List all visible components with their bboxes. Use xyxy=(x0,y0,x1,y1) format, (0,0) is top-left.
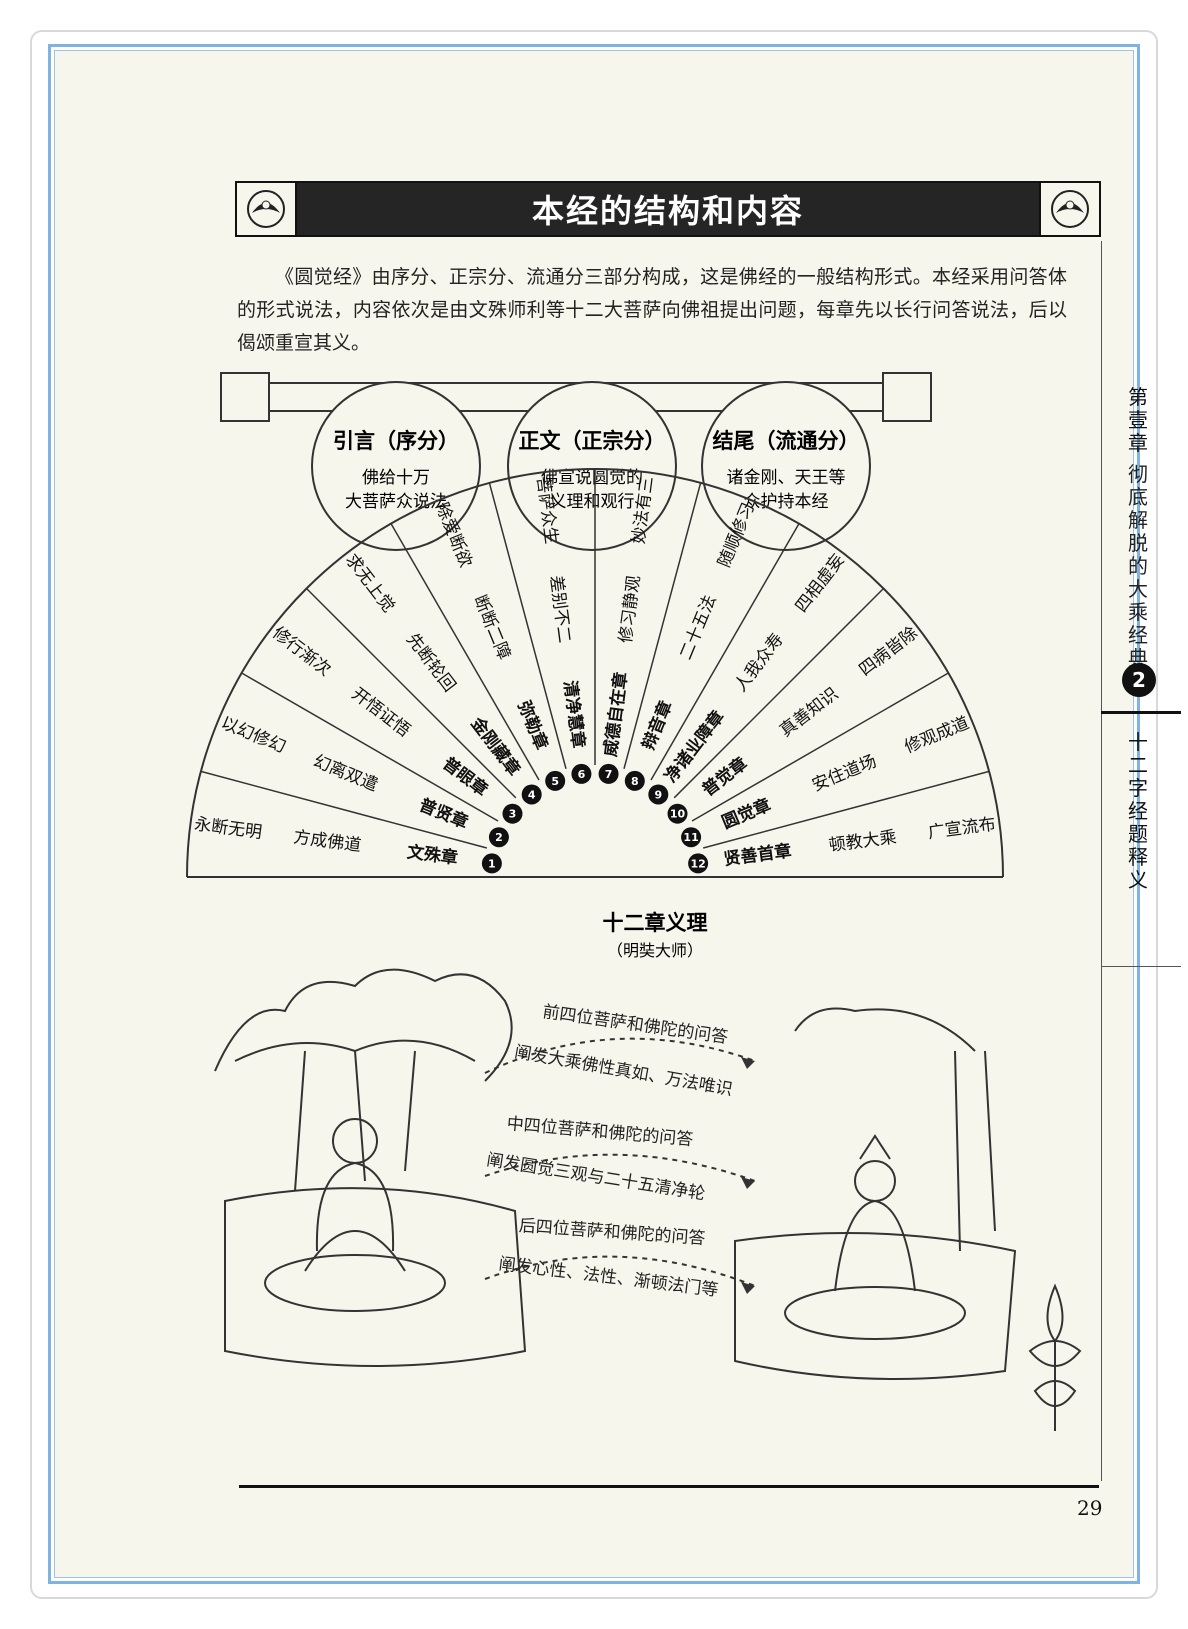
structure-circle-title: 引言（序分） xyxy=(333,429,459,453)
page-title: 本经的结构和内容 xyxy=(531,192,804,230)
fan-divider xyxy=(488,482,567,770)
chapter-number: 7 xyxy=(605,768,613,781)
chapter-number: 11 xyxy=(683,831,698,844)
chapter-number: 5 xyxy=(551,775,559,788)
chapter-number: 1 xyxy=(488,857,496,870)
chapter-number-badge xyxy=(681,827,702,848)
structure-circle-text: 佛宣说圆觉的 xyxy=(541,468,643,488)
lotus-ornament-icon xyxy=(235,181,297,237)
structure-circle-conclusion: 结尾（流通分） 诸金刚、天王等 众护持本经 xyxy=(701,381,871,551)
chapter-number: 4 xyxy=(528,788,536,801)
sidebar-divider xyxy=(1101,966,1181,967)
chapter-number-badge xyxy=(648,784,669,805)
buddha-dialogue-illustration xyxy=(214,968,1082,1431)
chapter-number-badge xyxy=(598,763,619,784)
fan-divider xyxy=(673,587,885,799)
chapter-number: 3 xyxy=(509,808,517,821)
fan-divider xyxy=(241,672,499,822)
book-page: 本经的结构和内容 《圆觉经》由序分、正宗分、流通分三部分构成，这是佛经的一般结构… xyxy=(54,50,1181,1578)
page-border xyxy=(48,44,1140,1584)
lotus-ornament-icon xyxy=(1039,181,1101,237)
structure-circle-body: 正文（正宗分） 佛宣说圆觉的 义理和观行 xyxy=(507,381,677,551)
chapter-number-badge xyxy=(571,763,592,784)
chapter-number-badge xyxy=(545,770,566,791)
chapter-number: 9 xyxy=(654,788,662,801)
chapter-number-badge xyxy=(624,770,645,791)
structure-circle-title: 正文（正宗分） xyxy=(518,429,666,453)
sidebar-divider xyxy=(1101,711,1181,714)
chapter-number: 8 xyxy=(631,775,639,788)
chapter-number: 10 xyxy=(670,808,686,821)
sidebar-chapter-subtitle: 彻底解脱的大乘经典 xyxy=(1128,462,1148,670)
page-number: 29 xyxy=(1077,1496,1103,1520)
intro-paragraph: 《圆觉经》由序分、正宗分、流通分三部分构成，这是佛经的一般结构形式。本经采用问答… xyxy=(237,266,1067,354)
structure-circle-text: 诸金刚、天王等 xyxy=(726,468,846,488)
chapter-number-badge xyxy=(521,784,542,805)
structure-circle-title: 结尾（流通分） xyxy=(712,429,860,453)
sidebar-section-label: 十二字经题释义 xyxy=(1128,730,1148,892)
fan-divider xyxy=(390,523,540,781)
footer-rule xyxy=(239,1485,1099,1488)
structure-circle-text: 佛给十万 xyxy=(362,468,430,488)
fan-divider xyxy=(691,672,949,822)
chapter-number-badge xyxy=(488,827,509,848)
sidebar-chapter-label: 第壹章 xyxy=(1128,385,1148,455)
fan-divider xyxy=(305,587,517,799)
chapter-number: 12 xyxy=(690,857,705,870)
chapter-number-badge xyxy=(502,803,523,824)
structure-circle-text: 义理和观行 xyxy=(549,492,635,512)
fan-divider xyxy=(650,523,800,781)
chapter-number-badge xyxy=(667,803,688,824)
chapter-number: 2 xyxy=(495,831,503,844)
fan-divider xyxy=(200,770,488,849)
chapter-number: 6 xyxy=(578,768,586,781)
title-banner: 本经的结构和内容 xyxy=(235,181,1101,237)
fan-divider xyxy=(623,482,702,770)
fan-subtitle: （明奘大师） xyxy=(606,941,703,960)
sidebar-section-badge: 2 xyxy=(1122,663,1156,697)
chapter-number-badge xyxy=(481,853,502,874)
fan-divider xyxy=(702,770,990,849)
margin-rule xyxy=(1101,241,1102,1481)
structure-circle-intro: 引言（序分） 佛给十万 大菩萨众说法 xyxy=(311,381,481,551)
fan-title: 十二章义理 xyxy=(602,911,708,935)
chapter-number-badge xyxy=(688,853,709,874)
